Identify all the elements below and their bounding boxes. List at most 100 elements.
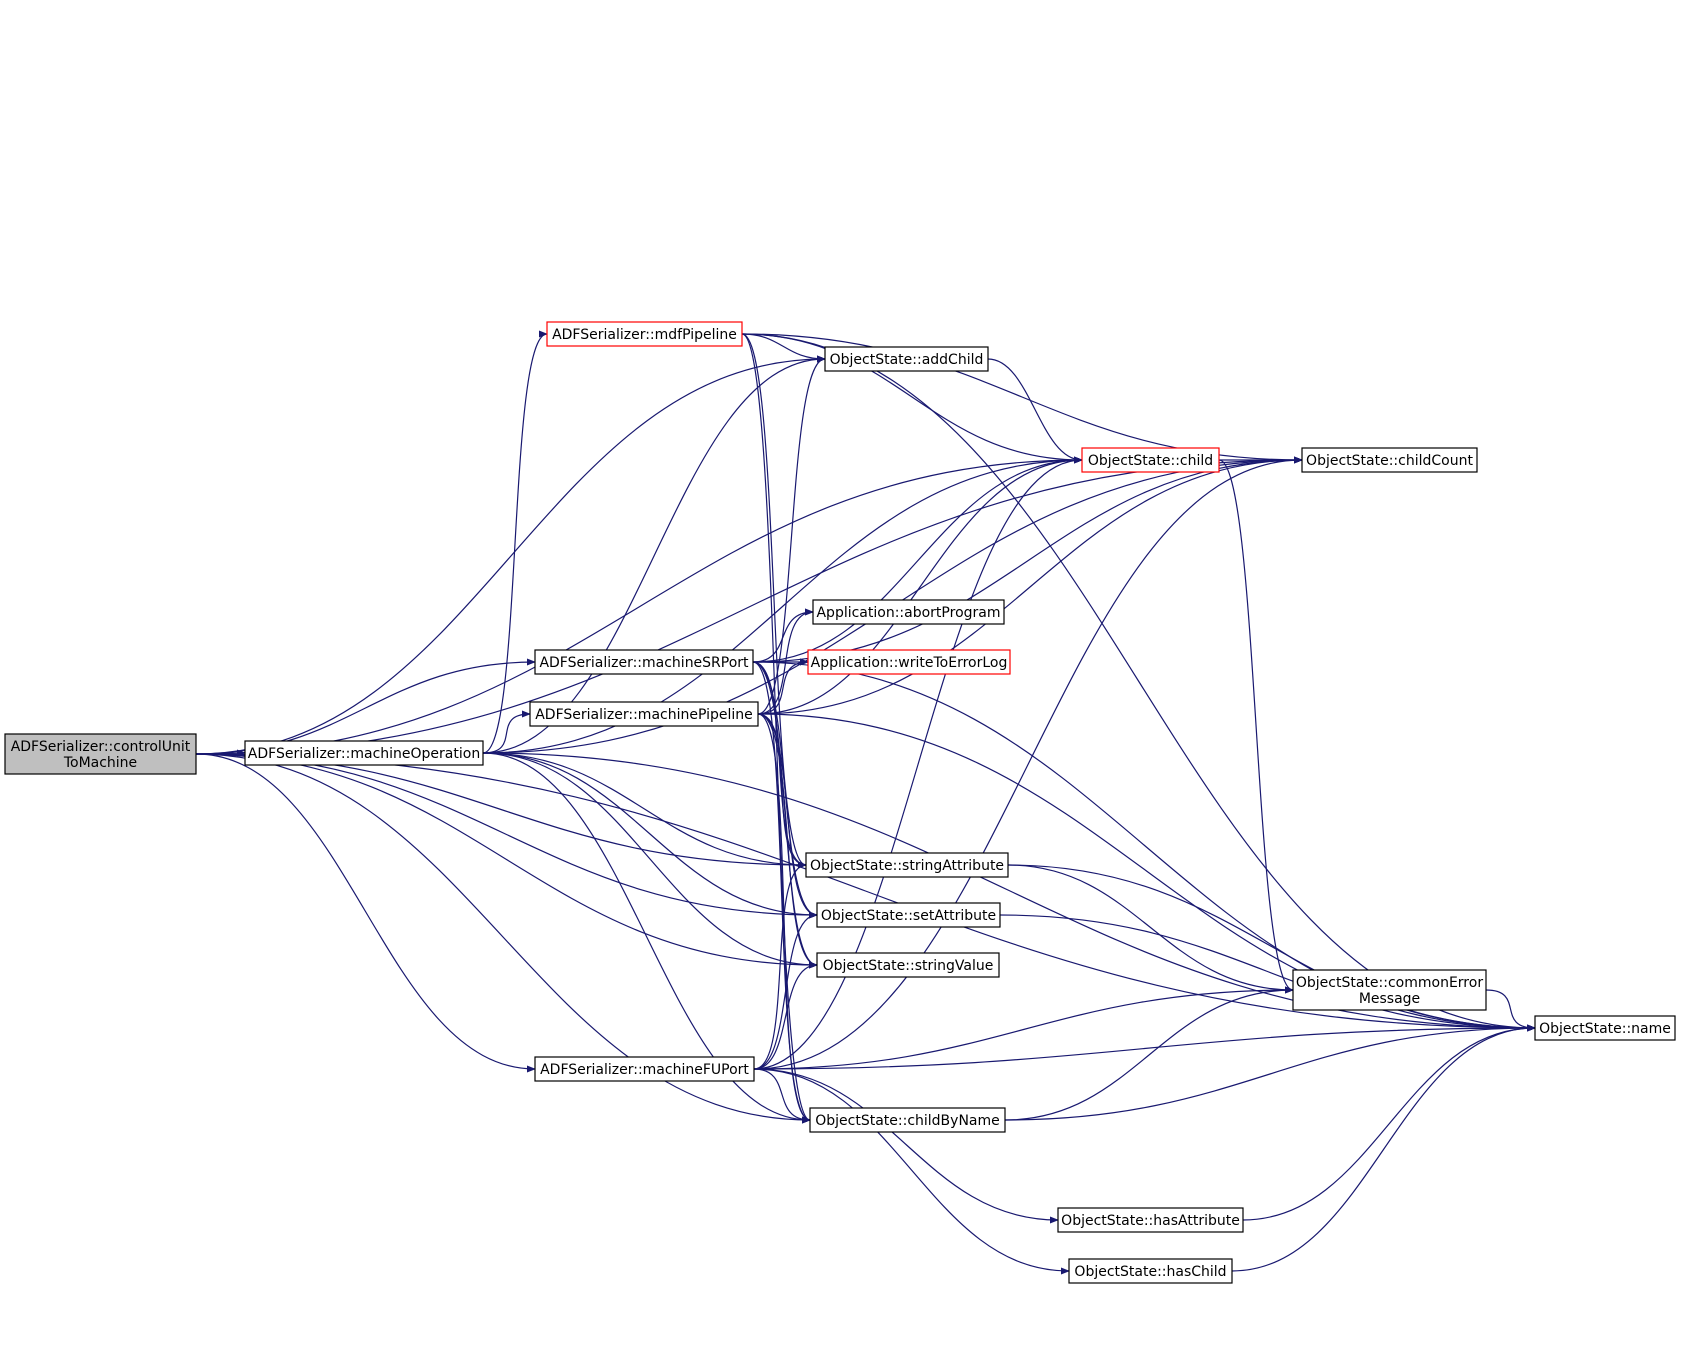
node-box — [1292, 969, 1487, 1011]
node-childByName[interactable]: ObjectState::childByName — [809, 1107, 1006, 1133]
edge-stringAttribute-to-name — [1007, 864, 1536, 1032]
edge-machineOperation-to-childByName — [482, 752, 811, 1124]
node-label: Application::abortProgram — [816, 605, 1000, 621]
edge-machineFUPort-to-hasChild — [753, 1068, 1070, 1275]
edge-machineFUPort-to-name — [753, 1024, 1536, 1070]
node-label: ObjectState::stringValue — [823, 958, 994, 974]
edge-controlUnitToMachine-to-childCount — [195, 456, 1303, 755]
node-label: ADFSerializer::machineOperation — [248, 746, 480, 762]
node-box — [816, 902, 1001, 928]
edge-machineOperation-to-addChild — [482, 355, 826, 754]
edge-controlUnitToMachine-to-name — [195, 753, 1536, 1032]
node-name[interactable]: ObjectState::name — [1534, 1015, 1676, 1041]
edge-mdfPipeline-to-stringAttribute — [741, 333, 807, 869]
node-writeToErrorLog[interactable]: Application::writeToErrorLog — [807, 649, 1011, 675]
node-stringValue[interactable]: ObjectState::stringValue — [816, 952, 1000, 978]
node-box — [244, 740, 484, 766]
edge-machineOperation-to-setAttribute — [482, 752, 818, 919]
edge-hasAttribute-to-name — [1242, 1024, 1536, 1221]
node-label: ADFSerializer::controlUnit — [11, 739, 191, 755]
node-box — [824, 346, 989, 372]
edge-commonErrorMessage-to-name — [1485, 989, 1536, 1032]
edge-addChild-to-child — [987, 358, 1083, 464]
node-label: ObjectState::child — [1088, 453, 1213, 469]
node-label: ObjectState::commonError — [1296, 975, 1483, 991]
edge-child-to-commonErrorMessage — [1218, 459, 1294, 994]
node-machineOperation[interactable]: ADFSerializer::machineOperation — [244, 740, 484, 766]
edge-controlUnitToMachine-to-machineFUPort — [195, 753, 536, 1073]
node-box — [816, 952, 1000, 978]
edge-machineOperation-to-name — [482, 752, 1536, 1032]
edge-machinePipeline-to-child — [757, 456, 1083, 715]
node-label: ObjectState::childByName — [815, 1113, 1000, 1129]
edge-machineSRPort-to-childByName — [752, 661, 811, 1124]
node-label: ADFSerializer::machineSRPort — [539, 655, 749, 671]
node-layer: ADFSerializer::controlUnitToMachineADFSe… — [4, 321, 1676, 1284]
edge-machineOperation-to-stringValue — [482, 752, 818, 969]
node-childCount[interactable]: ObjectState::childCount — [1301, 447, 1478, 473]
edge-childByName-to-name — [1004, 1024, 1536, 1121]
node-label: ObjectState::stringAttribute — [810, 858, 1004, 874]
edge-machinePipeline-to-stringAttribute — [757, 713, 807, 869]
edge-machinePipeline-to-abortProgram — [757, 608, 814, 715]
edge-hasChild-to-name — [1231, 1024, 1536, 1272]
edge-machinePipeline-to-stringValue — [757, 713, 818, 969]
edge-mdfPipeline-to-childByName — [741, 333, 811, 1124]
edge-machineFUPort-to-stringValue — [753, 961, 818, 1070]
edge-machineFUPort-to-childCount — [753, 456, 1303, 1070]
node-hasChild[interactable]: ObjectState::hasChild — [1068, 1258, 1233, 1284]
edge-stringAttribute-to-commonErrorMessage — [1007, 864, 1294, 994]
edge-controlUnitToMachine-to-stringValue — [195, 753, 818, 969]
edge-machineFUPort-to-child — [753, 456, 1083, 1070]
node-addChild[interactable]: ObjectState::addChild — [824, 346, 989, 372]
node-box — [812, 599, 1005, 625]
edge-controlUnitToMachine-to-child — [195, 456, 1083, 755]
node-label: ObjectState::setAttribute — [821, 908, 996, 924]
node-label: ADFSerializer::machineFUPort — [540, 1062, 749, 1078]
node-machineSRPort[interactable]: ADFSerializer::machineSRPort — [534, 649, 754, 675]
node-machineFUPort[interactable]: ADFSerializer::machineFUPort — [534, 1056, 755, 1082]
node-box — [1534, 1015, 1676, 1041]
node-box — [807, 649, 1011, 675]
node-box — [1057, 1207, 1244, 1233]
node-box — [534, 649, 754, 675]
node-abortProgram[interactable]: Application::abortProgram — [812, 599, 1005, 625]
node-box — [546, 321, 743, 347]
edge-layer — [195, 330, 1536, 1275]
node-child[interactable]: ObjectState::child — [1081, 447, 1220, 473]
node-setAttribute[interactable]: ObjectState::setAttribute — [816, 902, 1001, 928]
node-label: ObjectState::addChild — [830, 352, 984, 368]
edge-machineFUPort-to-setAttribute — [753, 911, 818, 1070]
node-box — [805, 852, 1009, 878]
node-box — [529, 701, 759, 727]
edge-machineSRPort-to-child — [752, 456, 1083, 663]
node-label: Application::writeToErrorLog — [811, 655, 1008, 671]
node-box — [534, 1056, 755, 1082]
node-stringAttribute[interactable]: ObjectState::stringAttribute — [805, 852, 1009, 878]
edge-machineOperation-to-mdfPipeline — [482, 330, 548, 754]
node-machinePipeline[interactable]: ADFSerializer::machinePipeline — [529, 701, 759, 727]
edge-machineOperation-to-machinePipeline — [482, 710, 531, 754]
edge-childByName-to-commonErrorMessage — [1004, 986, 1294, 1121]
edge-setAttribute-to-name — [999, 914, 1536, 1032]
edge-machinePipeline-to-childCount — [757, 456, 1303, 715]
edge-controlUnitToMachine-to-machineSRPort — [195, 658, 536, 755]
edge-controlUnitToMachine-to-addChild — [195, 355, 826, 755]
edge-machineFUPort-to-hasAttribute — [753, 1068, 1059, 1224]
node-mdfPipeline[interactable]: ADFSerializer::mdfPipeline — [546, 321, 743, 347]
node-box — [1081, 447, 1220, 473]
node-hasAttribute[interactable]: ObjectState::hasAttribute — [1057, 1207, 1244, 1233]
edge-controlUnitToMachine-to-stringAttribute — [195, 753, 807, 869]
node-box — [1301, 447, 1478, 473]
node-label: ToMachine — [63, 755, 137, 771]
node-label: ADFSerializer::mdfPipeline — [552, 327, 737, 343]
edge-machineFUPort-to-stringAttribute — [753, 861, 807, 1070]
node-label: ObjectState::hasChild — [1074, 1264, 1226, 1280]
edge-machineOperation-to-child — [482, 456, 1083, 754]
node-box — [809, 1107, 1006, 1133]
edge-machineOperation-to-stringAttribute — [482, 752, 807, 869]
edge-machineFUPort-to-commonErrorMessage — [753, 986, 1294, 1070]
